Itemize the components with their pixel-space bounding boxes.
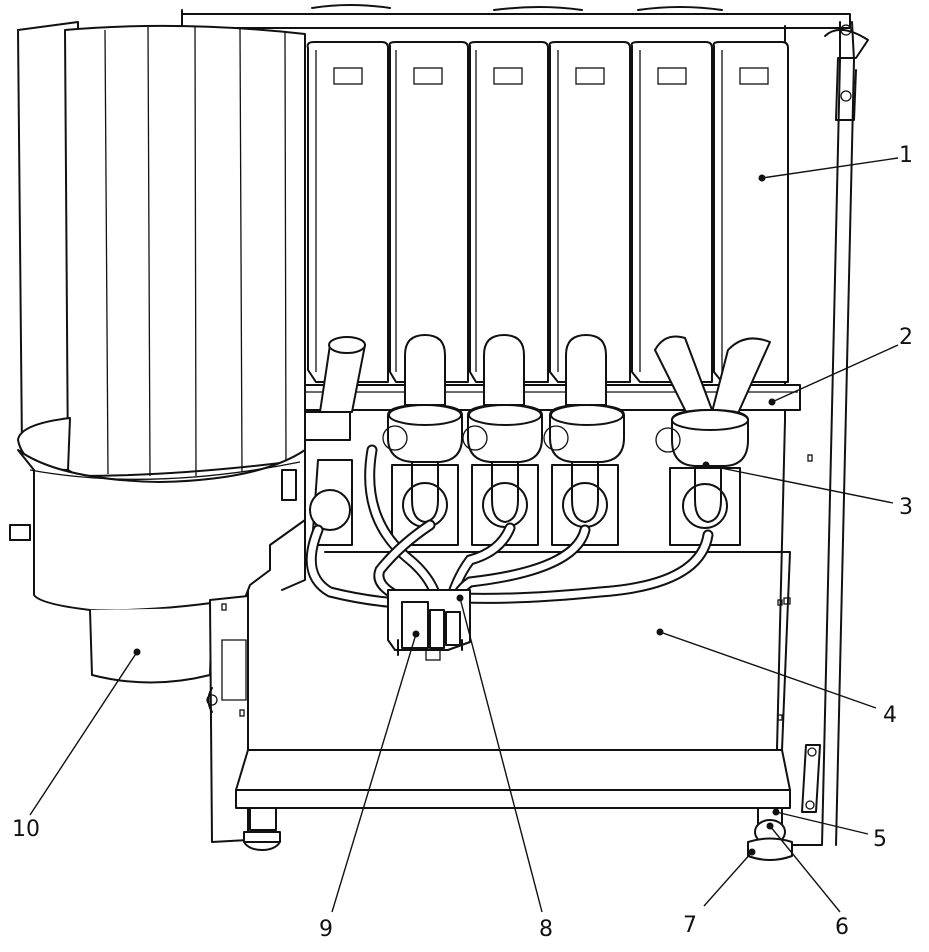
callout-3: 3	[899, 495, 913, 520]
callout-9: 9	[319, 917, 333, 942]
canisters	[306, 41, 789, 383]
callout-7: 7	[683, 913, 697, 938]
whipper-units	[309, 459, 741, 546]
callout-1: 1	[899, 143, 913, 168]
back-panel	[247, 551, 791, 761]
callout-8: 8	[539, 917, 553, 942]
dispensing-nozzle	[387, 589, 471, 661]
callout-2: 2	[899, 325, 913, 350]
callout-10: 10	[12, 817, 40, 842]
callout-lines	[29, 157, 899, 913]
mixing-bowls	[299, 404, 749, 467]
callout-labels: 1 2 3 4 5 6 7 8 9 10	[12, 143, 913, 942]
feet	[243, 807, 793, 861]
spouts	[319, 334, 771, 421]
cup-dispenser	[9, 21, 306, 843]
callout-4: 4	[883, 703, 897, 728]
callout-6: 6	[835, 915, 849, 940]
callout-5: 5	[873, 827, 887, 852]
